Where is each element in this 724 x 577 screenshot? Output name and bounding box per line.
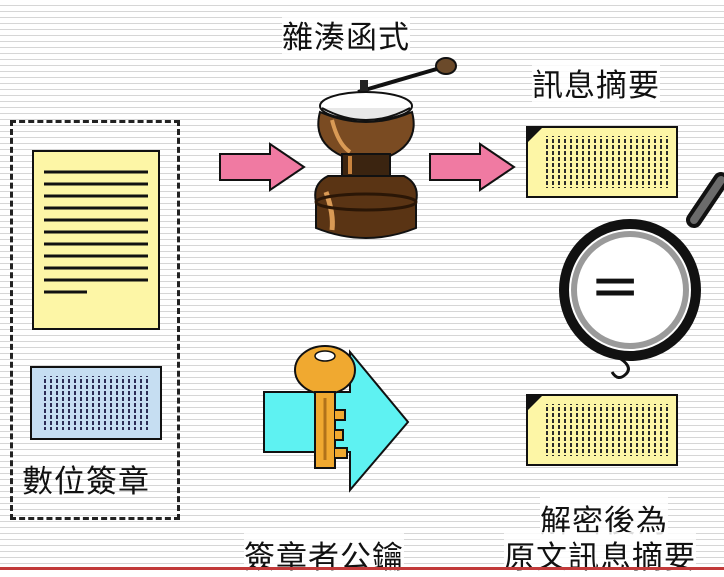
- arrow-icon: [219, 142, 306, 192]
- document-icon: [32, 150, 160, 330]
- message-digest-icon: [526, 126, 678, 198]
- bottom-divider: [0, 567, 724, 570]
- arrow-icon: [429, 142, 516, 192]
- signed-document-group: [10, 120, 180, 520]
- signer-public-key-label: 簽章者公鑰: [244, 532, 404, 577]
- message-digest-label: 訊息摘要: [532, 60, 660, 105]
- equals-label: =: [590, 251, 641, 321]
- decrypted-label-line2: 原文訊息摘要: [504, 532, 696, 577]
- digital-signature-label: 數位簽章: [22, 464, 150, 500]
- key-icon: [294, 345, 356, 469]
- hash-grinder-icon: [314, 57, 457, 239]
- decrypted-digest-icon: [526, 394, 678, 466]
- hash-function-label: 雜湊函式: [282, 12, 410, 57]
- magnifier-icon: [559, 172, 724, 379]
- signature-icon: [30, 366, 162, 440]
